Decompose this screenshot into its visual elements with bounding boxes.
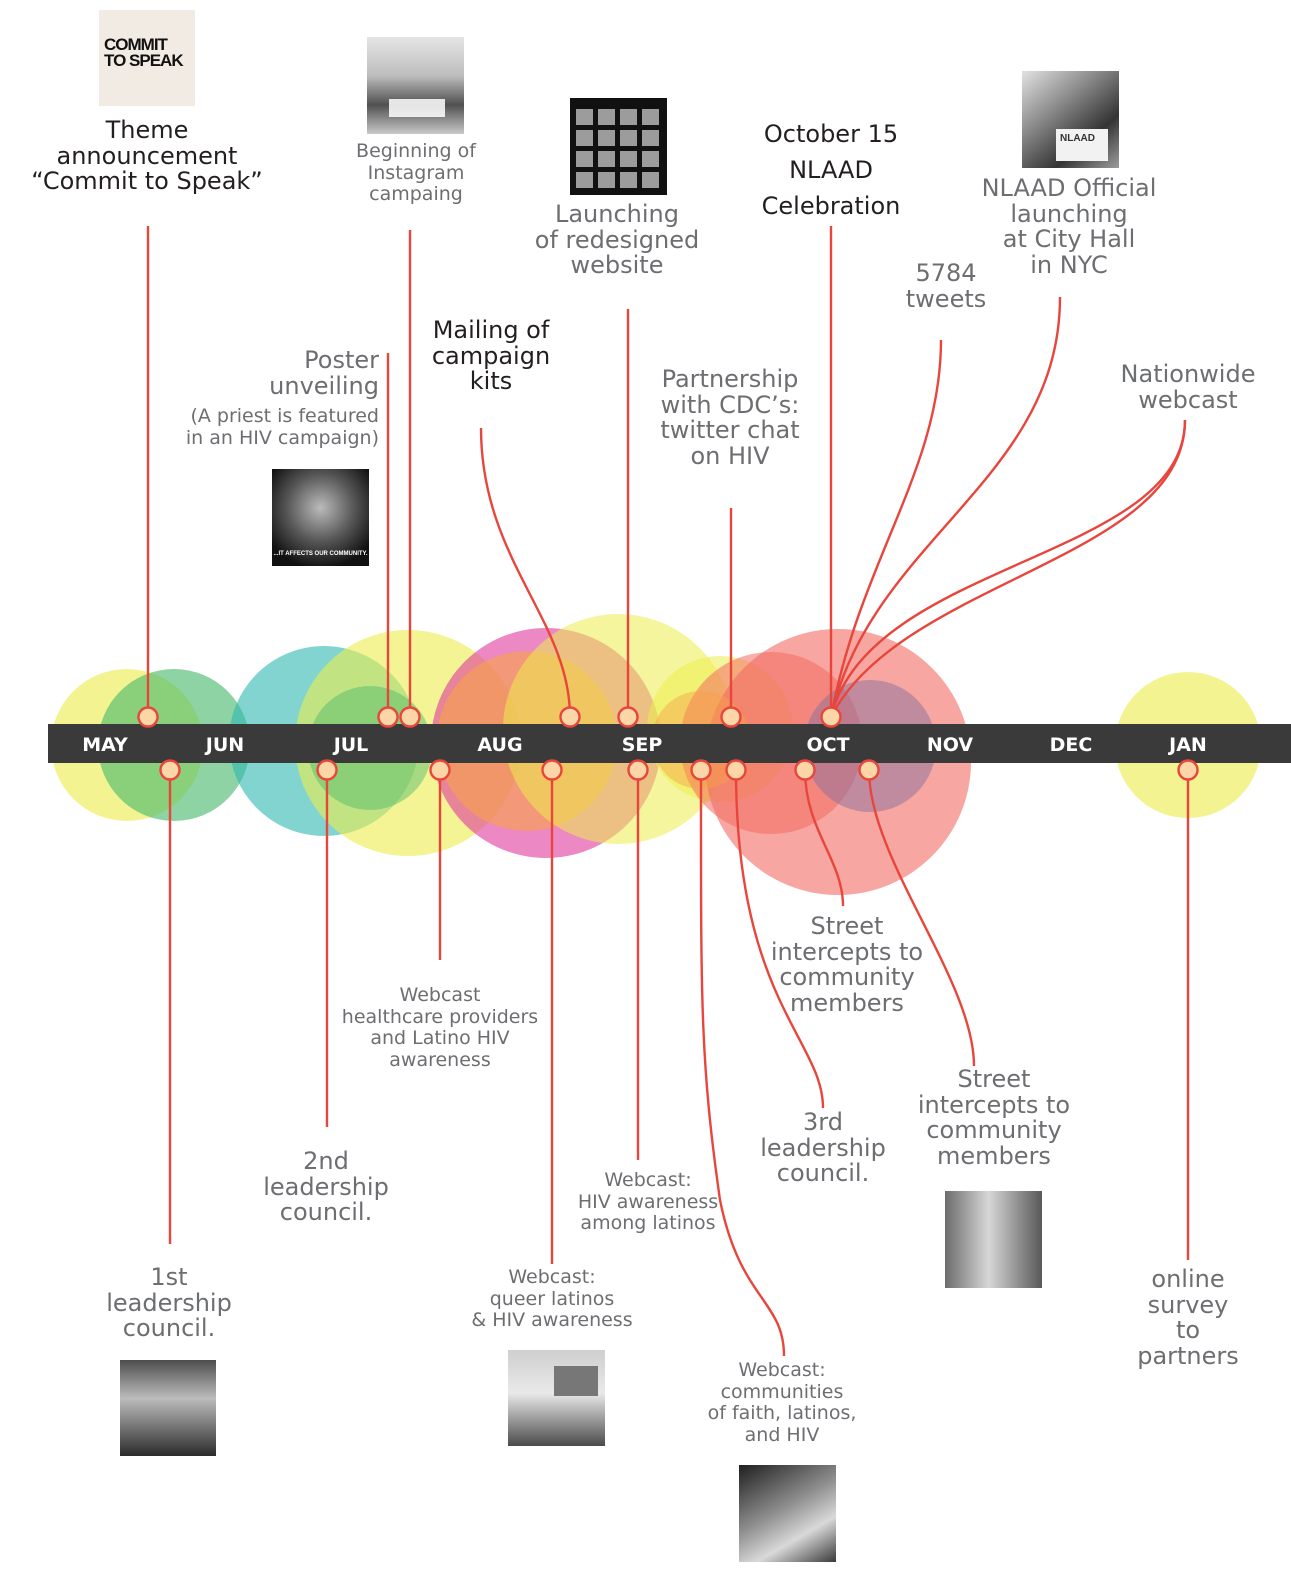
webcast-queer-photo [508,1350,605,1446]
label-october-15: October 15 NLAAD Celebration [761,120,901,220]
connector-line-19 [803,769,845,907]
month-label-jul: JUL [332,734,369,756]
event-node-4 [559,706,581,728]
commit-to-speak-logo: COMMIT TO SPEAK [99,10,195,106]
label-council-3: 3rd leadership council. [760,1108,886,1188]
timeline-bar [48,724,1291,763]
street-intercepts-photo [945,1191,1042,1288]
photo-card-text: NLAAD [1060,133,1095,144]
logo-text: COMMIT TO SPEAK [104,35,184,70]
event-node-13 [690,759,712,781]
month-label-layer: MAY JUN JUL AUG SEP OCT NOV DEC JAN [82,734,1207,756]
connector-line-10 [829,419,1187,718]
label-cdc-partnership: Partnership with CDC’s: twitter chat on … [660,365,800,471]
event-node-17 [1177,759,1199,781]
label-nationwide-webcast: Nationwide webcast [1120,360,1256,414]
event-node-15 [794,759,816,781]
label-website-launch: Launching of redesigned website [534,200,700,280]
connector-line-9 [829,296,1062,718]
label-poster-unveiling: Poster unveiling [269,346,379,400]
event-node-7 [820,706,842,728]
month-label-oct: OCT [806,734,849,756]
event-node-16 [858,759,880,781]
event-node-5 [617,706,639,728]
label-council-1: 1st leadership council. [106,1263,232,1343]
month-label-nov: NOV [927,734,974,756]
label-tweets: 5784 tweets [905,259,987,313]
poster-caption: ...IT AFFECTS OUR COMMUNITY. [273,551,368,557]
connector-line-8 [829,339,943,718]
event-node-11 [541,759,563,781]
month-label-sep: SEP [622,734,663,756]
label-council-2: 2nd leadership council. [263,1147,389,1227]
event-node-12 [627,759,649,781]
label-webcast-queer: Webcast: queer latinos & HIV awareness [471,1266,633,1332]
connector-layer [146,226,1190,1357]
month-label-may: MAY [82,734,128,756]
label-instagram: Beginning of Instagram campaing [356,140,476,206]
event-node-10 [429,759,451,781]
event-node-6 [720,706,742,728]
council1-photo [120,1360,216,1456]
connector-line-18 [734,769,825,1109]
city-hall-photo: NLAAD [1022,71,1119,168]
website-grid-photo [570,98,667,195]
month-label-jun: JUN [204,734,244,756]
event-node-2 [377,706,399,728]
month-label-jan: JAN [1167,734,1207,756]
month-label-aug: AUG [477,734,522,756]
label-online-survey: online survey to partners [1137,1265,1239,1371]
instagram-photo [367,37,464,134]
event-node-14 [725,759,747,781]
label-webcast-providers: Webcast healthcare providers and Latino … [341,984,539,1071]
label-city-hall: NLAAD Official launching at City Hall in… [981,174,1157,280]
node-layer [137,706,1199,781]
label-poster-note: (A priest is featured in an HIV campaign… [185,405,379,449]
label-webcast-awareness: Webcast: HIV awareness among latinos [577,1169,719,1235]
event-node-1 [137,706,159,728]
label-street-intercepts-1: Street intercepts to community members [770,912,924,1018]
connector-line-17 [699,769,786,1357]
connector-line-7 [479,427,572,718]
connector-line-11 [829,419,1187,718]
label-webcast-faith: Webcast: communities of faith, latinos, … [707,1359,857,1446]
event-node-3 [399,706,421,728]
month-label-dec: DEC [1050,734,1093,756]
priest-poster-photo: ...IT AFFECTS OUR COMMUNITY. [272,469,369,566]
label-theme-announcement: Theme announcement “Commit to Speak” [31,116,263,196]
event-node-8 [159,759,181,781]
connector-line-20 [867,769,976,1067]
label-mailing-kits: Mailing of campaign kits [431,316,551,396]
event-node-9 [316,759,338,781]
webcast-faith-photo [739,1465,836,1562]
label-street-intercepts-2: Street intercepts to community members [917,1065,1071,1171]
